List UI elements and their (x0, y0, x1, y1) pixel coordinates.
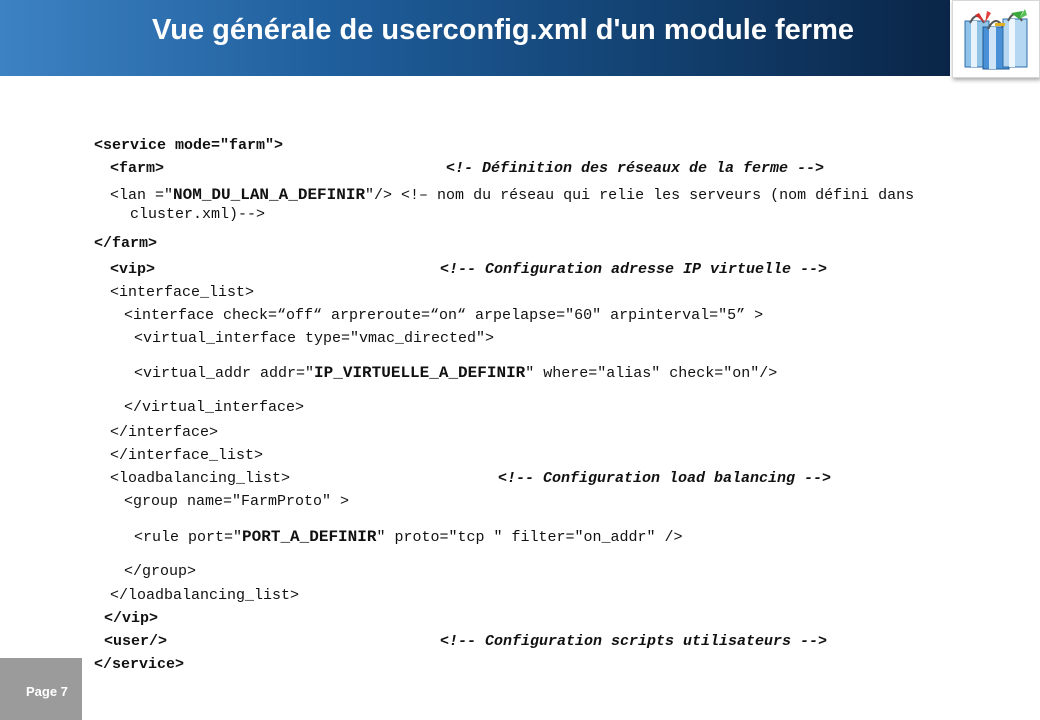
code-line-service-open: <service mode="farm"> (94, 137, 284, 154)
code-line-loadbalancing-open: <loadbalancing_list> (110, 470, 291, 487)
code-line-lan-continued: cluster.xml)--> (130, 206, 266, 223)
code-rule-placeholder: PORT_A_DEFINIR (242, 528, 377, 546)
code-vaddr-suffix: " where="alias" check="on"/> (525, 365, 778, 382)
page-number-box (0, 658, 82, 720)
code-line-lan: <lan ="NOM_DU_LAN_A_DEFINIR"/> <!– nom d… (110, 186, 914, 205)
code-line-virtual-addr: <virtual_addr addr="IP_VIRTUELLE_A_DEFIN… (134, 364, 777, 383)
code-line-interface-list-close: </interface_list> (110, 447, 264, 464)
logo (952, 0, 1040, 78)
code-line-service-close: </service> (94, 656, 185, 673)
code-line-group-close: </group> (124, 563, 197, 580)
code-line-interface-list-open: <interface_list> (110, 284, 255, 301)
code-line-vip-open: <vip> (110, 261, 156, 278)
slide-title: Vue générale de userconfig.xml d'un modu… (152, 14, 854, 46)
code-line-virtual-interface-open: <virtual_interface type="vmac_directed"> (134, 330, 495, 347)
code-vaddr-placeholder: IP_VIRTUELLE_A_DEFINIR (314, 364, 526, 382)
code-rule-prefix: <rule port=" (134, 529, 243, 546)
code-comment-user: <!-- Configuration scripts utilisateurs … (440, 633, 828, 650)
code-comment-farm: <!- Définition des réseaux de la ferme -… (446, 160, 825, 177)
code-line-interface-open: <interface check=“off“ arpreroute=“on“ a… (124, 307, 764, 324)
code-lan-prefix: <lan =" (110, 187, 174, 204)
code-line-interface-close: </interface> (110, 424, 219, 441)
code-comment-vip: <!-- Configuration adresse IP virtuelle … (440, 261, 828, 278)
code-rule-suffix: " proto="tcp " filter="on_addr" /> (376, 529, 683, 546)
code-comment-loadbalancing: <!-- Configuration load balancing --> (498, 470, 832, 487)
code-line-virtual-interface-close: </virtual_interface> (124, 399, 305, 416)
code-line-farm-close: </farm> (94, 235, 158, 252)
code-line-user: <user/> (104, 633, 168, 650)
title-bar: Vue générale de userconfig.xml d'un modu… (0, 0, 950, 76)
code-lan-placeholder: NOM_DU_LAN_A_DEFINIR (173, 186, 366, 204)
code-lan-suffix: "/> <!– nom du réseau qui relie les serv… (365, 187, 915, 204)
code-vaddr-prefix: <virtual_addr addr=" (134, 365, 315, 382)
page-number: Page 7 (26, 684, 68, 699)
shopping-bags-logo-icon (964, 9, 1028, 70)
code-line-loadbalancing-close: </loadbalancing_list> (110, 587, 300, 604)
code-line-farm-open: <farm> (110, 160, 165, 177)
code-line-group-open: <group name="FarmProto" > (124, 493, 350, 510)
code-line-vip-close: </vip> (104, 610, 159, 627)
code-line-rule: <rule port="PORT_A_DEFINIR" proto="tcp "… (134, 528, 683, 547)
